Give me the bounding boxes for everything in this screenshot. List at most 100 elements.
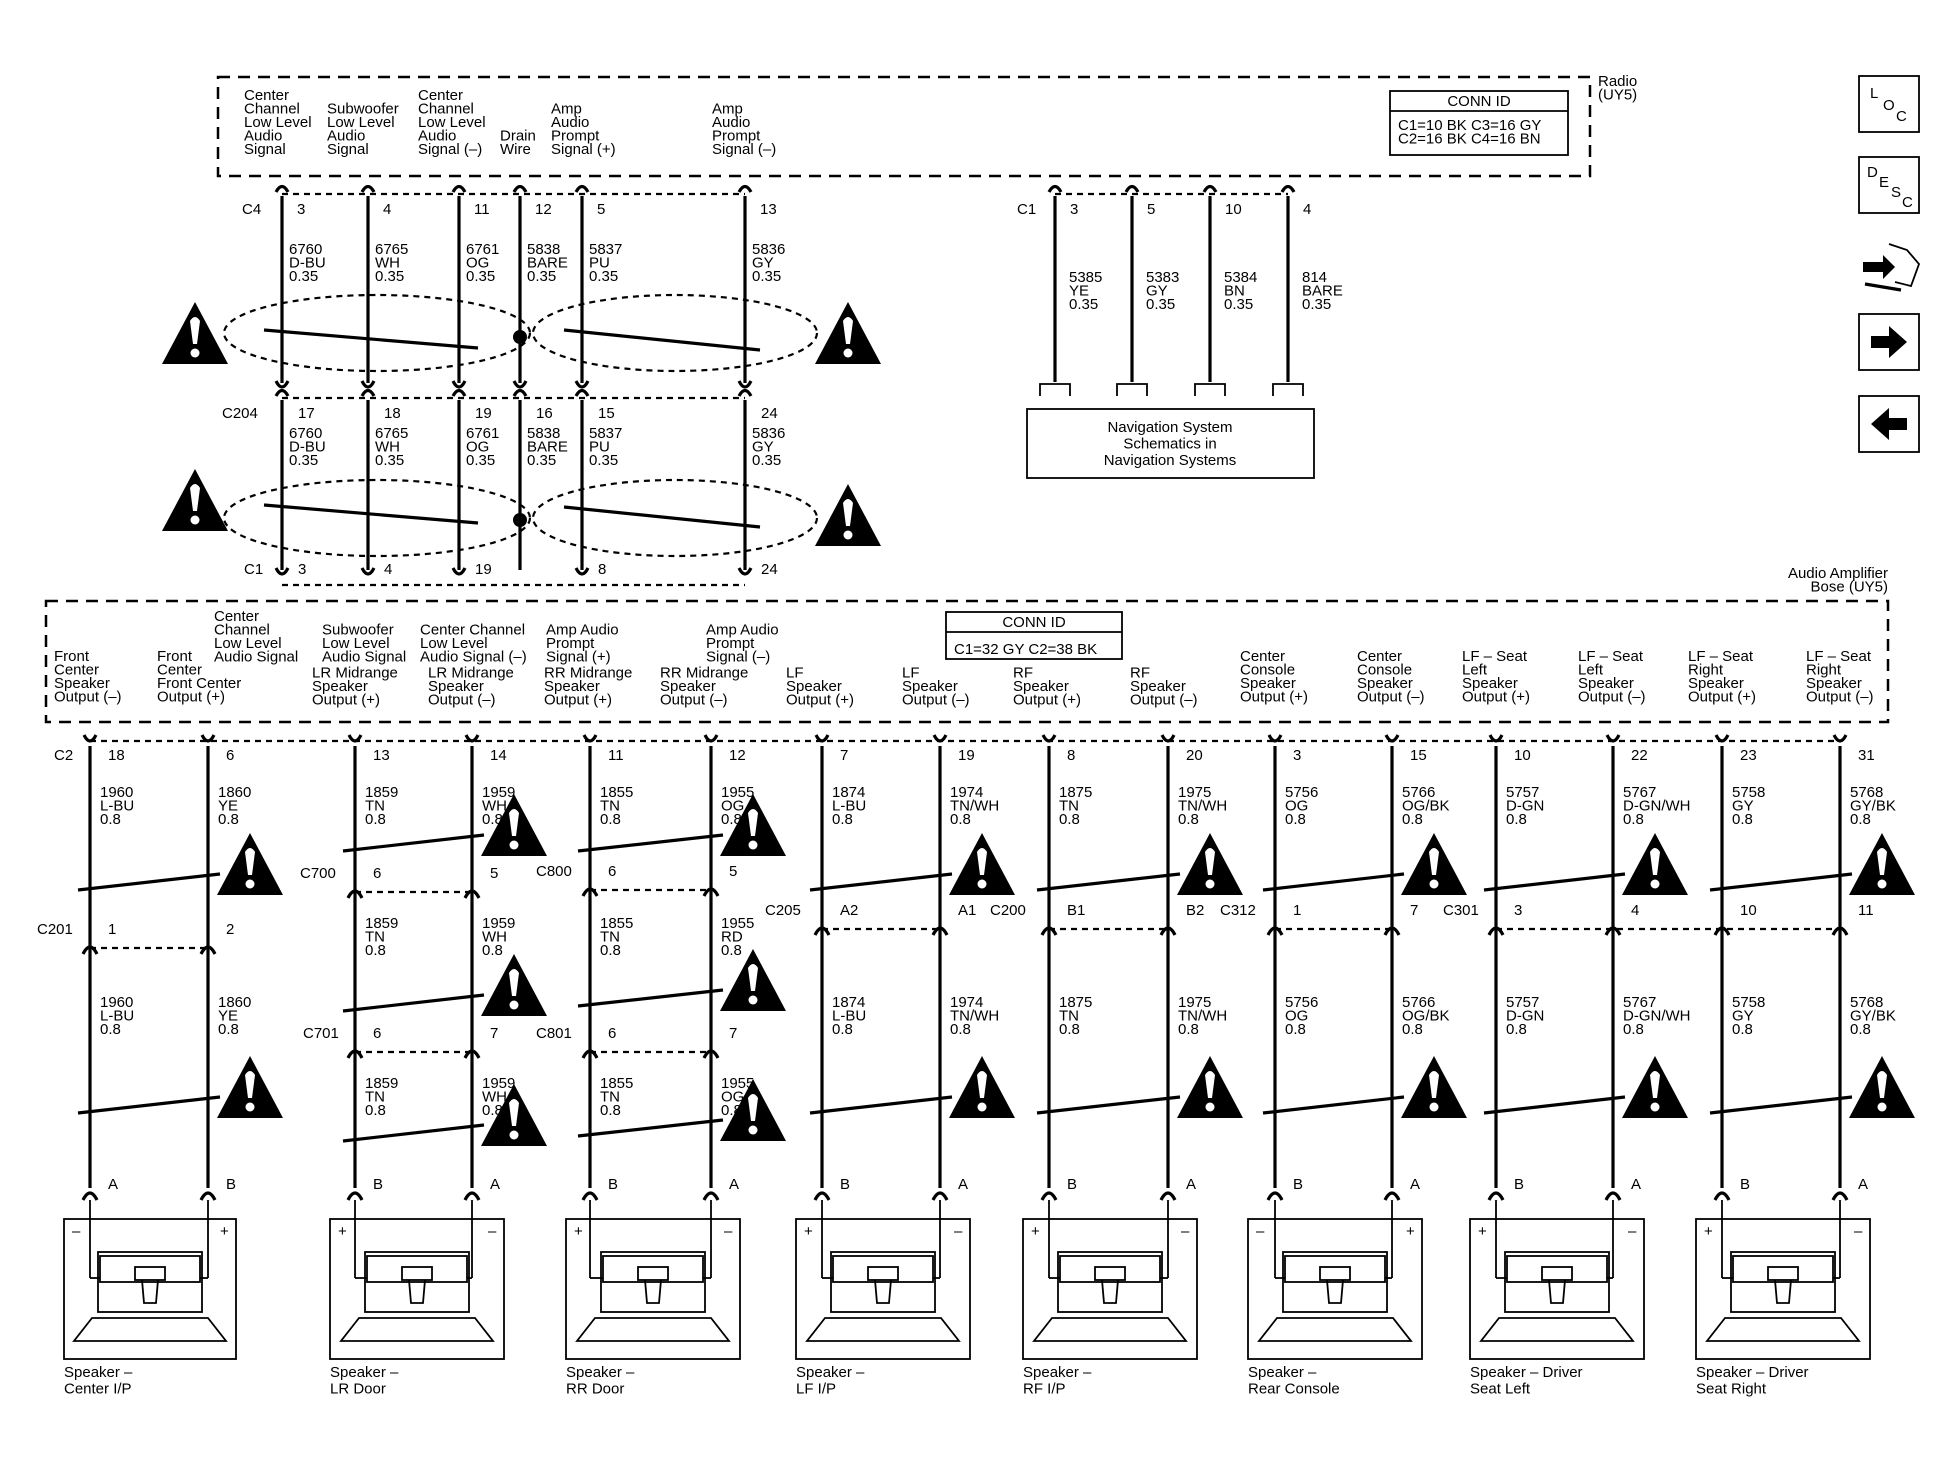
wire-label: 5757 <box>1506 994 1539 1011</box>
next-page-icon[interactable] <box>1858 313 1920 371</box>
loc-icon-letter: L <box>1870 85 1878 102</box>
nav-pin <box>1280 184 1296 193</box>
wire-label: TN/WH <box>950 798 999 815</box>
nav-pin-number: 5 <box>1147 201 1155 218</box>
loc-icon <box>1858 75 1920 133</box>
radio-pin-label: Signal (–) <box>418 141 482 158</box>
navigation-system-box <box>1026 408 1315 479</box>
wire-label: 5758 <box>1732 994 1765 1011</box>
speaker-pin <box>81 1191 99 1201</box>
wire-label: 0.8 <box>1732 1021 1753 1038</box>
speaker-pin-letter: A <box>1631 1176 1641 1193</box>
wire-label: TN/WH <box>950 1008 999 1025</box>
desc-icon <box>1858 156 1920 214</box>
next-page-icon[interactable] <box>1871 326 1907 358</box>
amp-pin-label: Audio Signal <box>322 649 406 666</box>
caution-icon <box>843 317 853 344</box>
caution-icon <box>1429 848 1439 875</box>
speaker-polarity: – <box>1628 1223 1637 1240</box>
amp-c2-name: C2 <box>54 747 73 764</box>
caution-icon <box>1650 1071 1660 1098</box>
twisted-pair-line <box>1483 872 1626 892</box>
amp-c2-pin <box>347 734 363 743</box>
desc-icon-letter: D <box>1867 164 1878 181</box>
wire-label: 1959 <box>482 784 515 801</box>
amp-c1-pin <box>451 567 467 576</box>
radio-pin <box>451 184 467 193</box>
speaker-box <box>1469 1218 1645 1360</box>
inline-pin <box>581 887 599 897</box>
speaker-name: Speaker – <box>1023 1364 1092 1381</box>
caution-icon <box>509 969 519 996</box>
amp-pin-label: Speaker <box>1240 675 1296 692</box>
speaker-name: LR Door <box>330 1381 386 1398</box>
speaker-pin <box>1266 1191 1284 1201</box>
speaker-cone-icon <box>805 1317 961 1342</box>
amp-pin-label: Output (+) <box>1688 689 1756 706</box>
speaker-magnet <box>1732 1255 1834 1283</box>
previous-page-icon[interactable] <box>1871 408 1907 440</box>
radio-pin <box>274 184 290 193</box>
radio-pin-label: Drain <box>500 128 536 145</box>
amp-pin-label: Low Level <box>420 635 488 652</box>
wire-label: 6760 <box>289 241 322 258</box>
amplifier-title: Bose (UY5) <box>1810 579 1888 596</box>
amp-pin-label: RF <box>1013 665 1033 682</box>
amp-c2-pin <box>1267 734 1283 743</box>
speaker-pin <box>702 1191 720 1201</box>
amp-pin-label: LR Midrange <box>428 665 514 682</box>
amp-c2-pin-number: 12 <box>729 747 746 764</box>
amp-pin-label: Right <box>1806 662 1842 679</box>
twisted-pair-line <box>77 872 221 892</box>
shield-ellipse <box>222 293 532 373</box>
wire-label: TN <box>365 929 385 946</box>
previous-page-icon[interactable] <box>1858 395 1920 453</box>
wire-label: 5766 <box>1402 994 1435 1011</box>
amp-pin-label: Speaker <box>1462 675 1518 692</box>
wire-label: OG <box>721 798 744 815</box>
inline-connector-name: C700 <box>300 865 336 882</box>
amp-c2-pin <box>1714 734 1730 743</box>
amp-pin-label: Center <box>214 608 259 625</box>
amp-pin-label: Console <box>1240 662 1295 679</box>
speaker-cone-icon <box>1032 1317 1188 1342</box>
speaker-pin <box>813 1191 831 1201</box>
amp-pin-label: Output (+) <box>1462 689 1530 706</box>
speaker-polarity: – <box>72 1223 81 1240</box>
amp-pin-label: Subwoofer <box>322 622 394 639</box>
speaker-magnet <box>1504 1251 1610 1313</box>
wire-label: 6765 <box>375 241 408 258</box>
amp-c2-pin <box>814 734 830 743</box>
wire-label: 0.35 <box>752 268 781 285</box>
inline-pin <box>813 926 831 936</box>
speaker-polarity: – <box>1256 1223 1265 1240</box>
nav-wire-label: 814 <box>1302 269 1327 286</box>
wire-label: 5838 <box>527 241 560 258</box>
speaker-magnet <box>600 1251 706 1313</box>
inline-pin-number: A2 <box>840 902 858 919</box>
amp-pin-label: Low Level <box>214 635 282 652</box>
wire-label: 0.8 <box>365 1102 386 1119</box>
amp-pin-label: Center <box>54 662 99 679</box>
wire-label: 0.8 <box>721 942 742 959</box>
wire-label: TN/WH <box>1178 1008 1227 1025</box>
caution-icon <box>1877 879 1887 889</box>
radio-pin-label: Low Level <box>418 114 486 131</box>
speaker-terminal <box>1094 1266 1126 1281</box>
speaker-terminal <box>1326 1279 1344 1304</box>
amp-c1-pin <box>360 567 376 576</box>
amp-c2-pin <box>1605 734 1621 743</box>
c204-pin <box>512 388 528 397</box>
wire-label: D-GN/WH <box>1623 1008 1691 1025</box>
connector-swap-icon <box>1888 243 1921 288</box>
caution-icon <box>977 879 987 889</box>
inline-connector-name: C312 <box>1220 902 1256 919</box>
twisted-pair-line <box>342 1123 485 1143</box>
inline-pin-number: B1 <box>1067 902 1085 919</box>
caution-icon <box>1205 848 1215 875</box>
wire-label: GY <box>752 255 774 272</box>
amp-c2-pin <box>1041 734 1057 743</box>
wire-label: 5768 <box>1850 784 1883 801</box>
c204-pin <box>274 380 290 389</box>
